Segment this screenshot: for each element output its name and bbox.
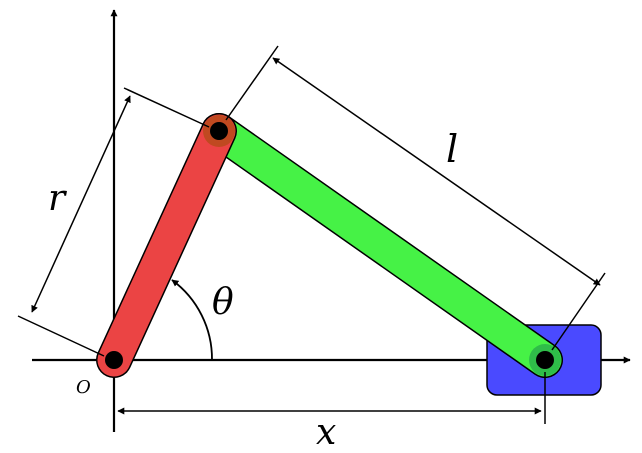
crank-pin-joint [210,122,228,140]
rod-length-label: l [446,127,458,171]
l-extension-top [225,45,279,121]
crank-arm [97,114,236,377]
r-extension-bottom [17,315,105,357]
angle-label: θ [212,282,234,323]
r-dimension-arrow [31,95,131,313]
slider-pin-joint [536,351,554,369]
l-dimension-arrow [272,57,601,286]
origin-joint [105,351,123,369]
origin-label: O [76,377,91,398]
connecting-rod [202,114,562,377]
crank-length-label: r [48,178,67,219]
angle-arc [171,279,213,361]
displacement-label: x [316,412,336,453]
l-extension-bottom [551,272,606,351]
r-extension-top [123,87,210,128]
